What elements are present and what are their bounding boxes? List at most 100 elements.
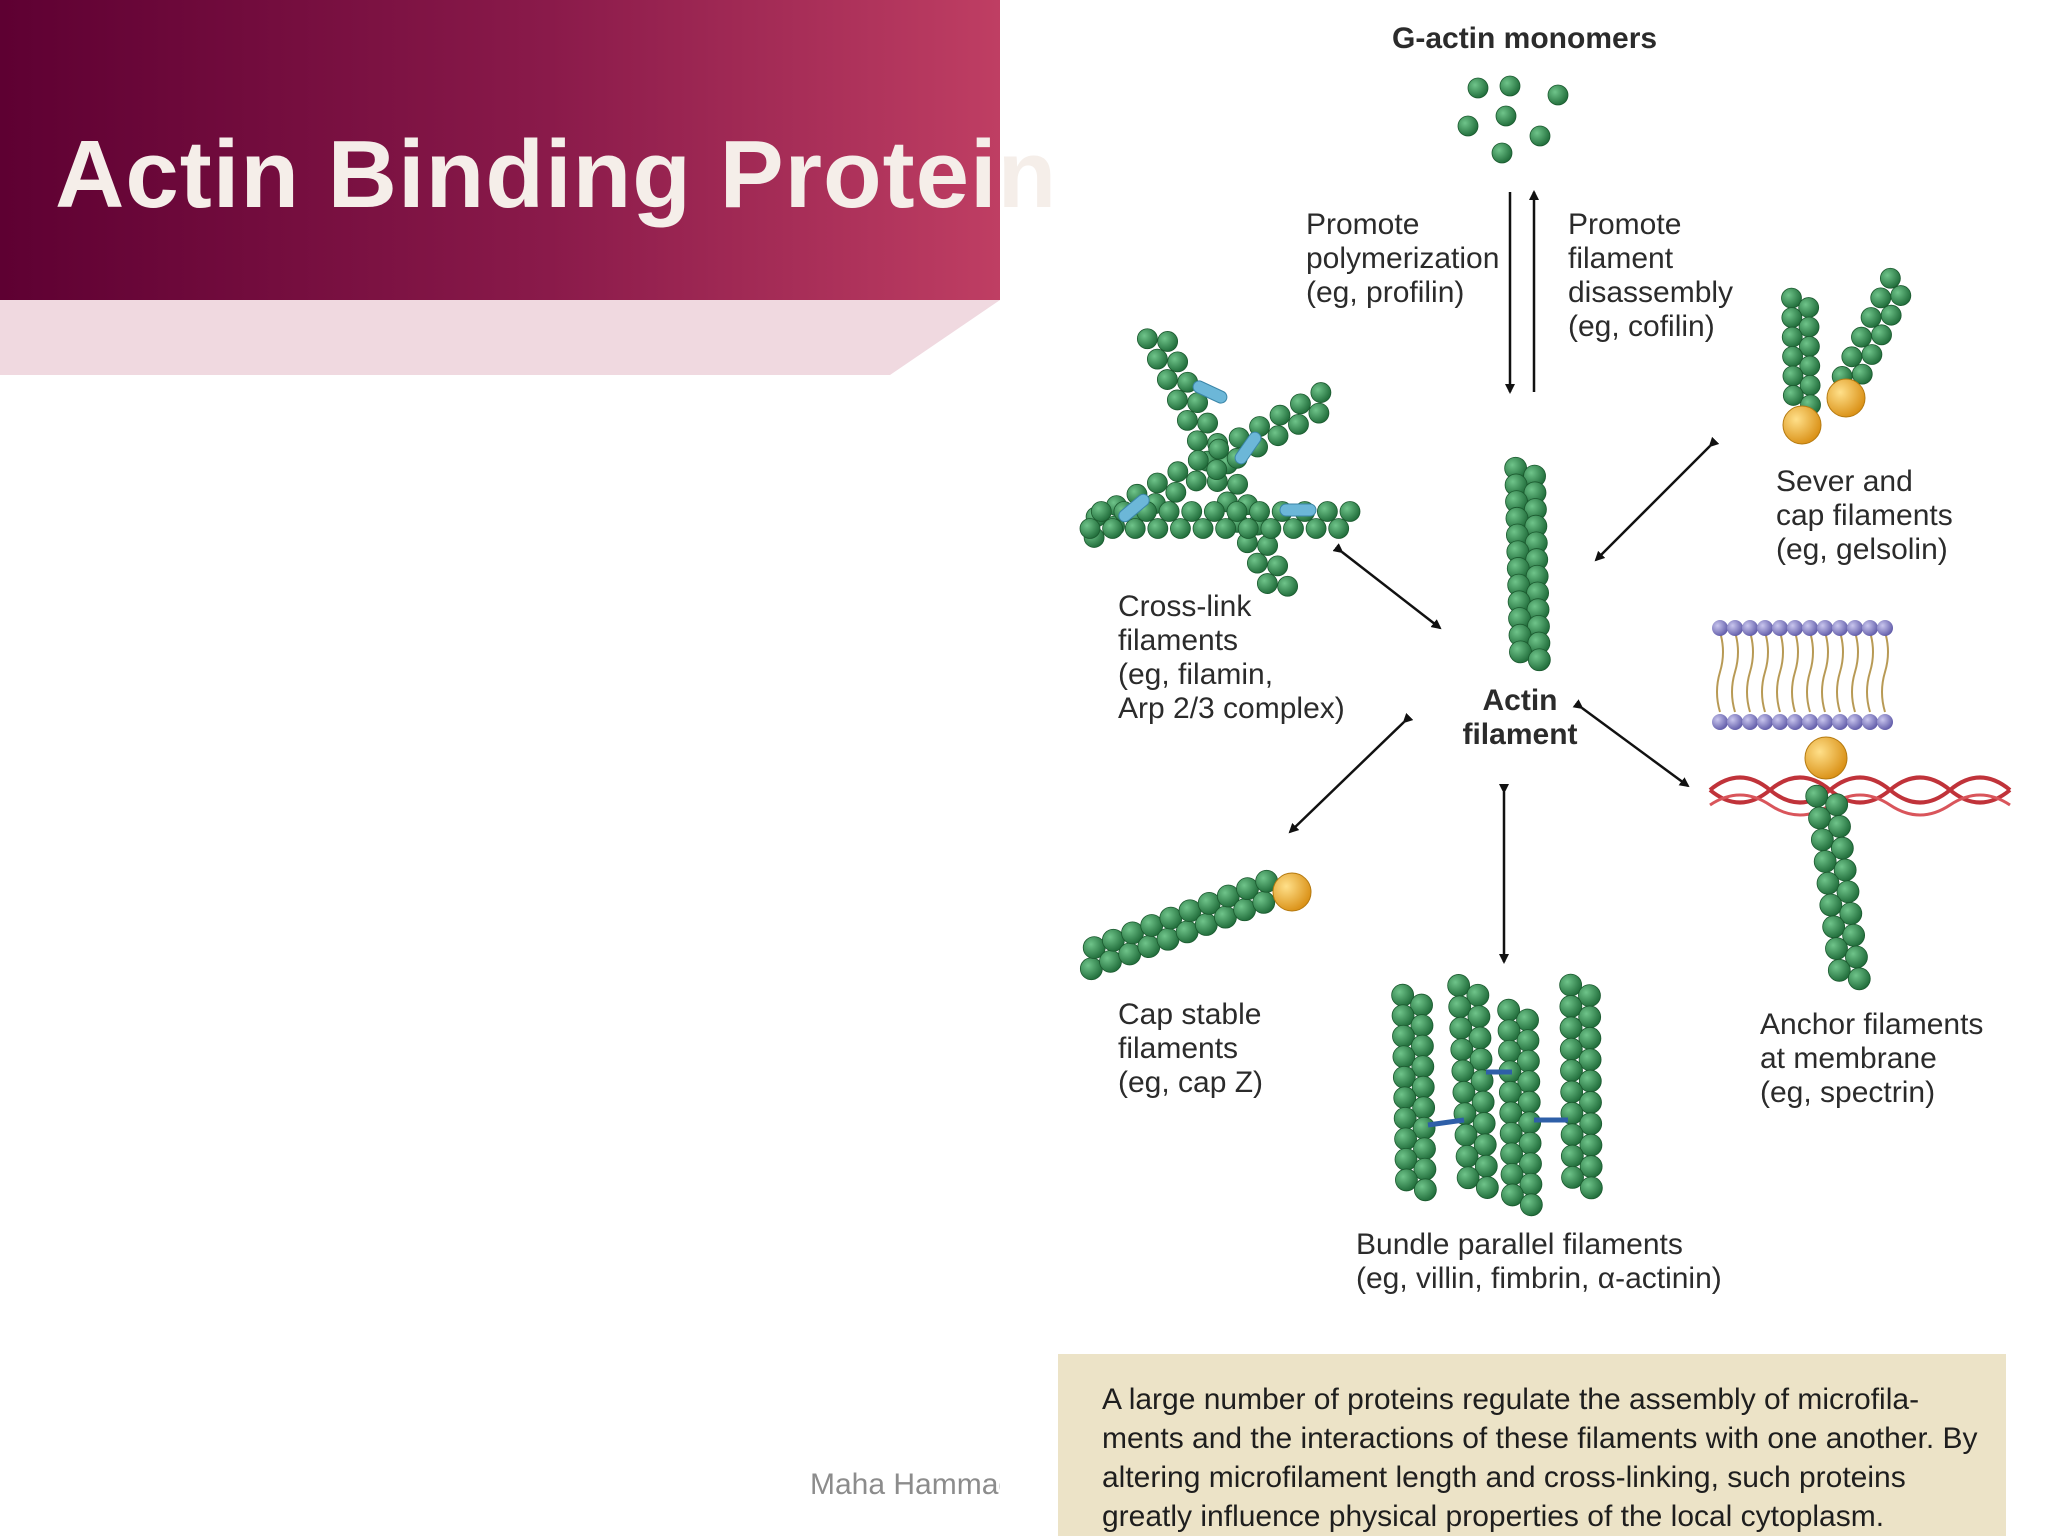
capped-stable-filament: [1079, 869, 1279, 981]
actin-binding-diagram: G-actin monomers Promote polymerization …: [1060, 0, 2020, 1330]
actin-subunit: [1226, 501, 1248, 522]
actin-subunit: [1394, 1148, 1418, 1171]
actin-subunit: [1392, 1024, 1415, 1048]
crosslinker-protein: [1118, 493, 1150, 523]
actin-subunit: [1305, 518, 1327, 539]
lipid-head: [1742, 620, 1758, 636]
lipid-tail: [1716, 631, 1724, 713]
actin-subunit: [1499, 75, 1521, 97]
actin-filament-label: Actin filament: [1462, 684, 1578, 751]
lipid-tail: [1851, 631, 1859, 713]
lipid-head: [1712, 714, 1728, 730]
actin-subunit: [1186, 430, 1208, 452]
actin-subunit: [1192, 518, 1214, 539]
actin-subunit: [1260, 518, 1282, 539]
actin-subunit: [1269, 404, 1291, 426]
lipid-head: [1787, 620, 1803, 636]
actin-subunit: [1170, 518, 1191, 539]
sever-cap-label: Sever and cap filaments (eg, gelsolin): [1776, 465, 1953, 566]
g-actin-monomer-cluster: [1457, 75, 1569, 164]
lipid-head: [1772, 620, 1788, 636]
actin-subunit: [1215, 518, 1237, 539]
actin-subunit: [1413, 1178, 1437, 1202]
actin-subunit: [1781, 326, 1803, 348]
actin-subunit: [1527, 648, 1551, 672]
spectrin-strand: [1708, 775, 2012, 805]
actin-subunit: [1457, 115, 1479, 137]
actin-subunit: [1090, 501, 1112, 522]
actin-subunit: [1246, 552, 1268, 574]
bundle-filament-2: [1447, 974, 1499, 1199]
lipid-head: [1847, 620, 1863, 636]
actin-subunit: [1454, 1123, 1478, 1147]
actin-subunit: [1879, 267, 1901, 289]
actin-subunit: [1560, 1080, 1584, 1104]
cap-arrow: [1288, 712, 1414, 834]
actin-subunit: [1819, 893, 1843, 917]
actin-subunit: [1827, 958, 1851, 982]
lipid-head: [1862, 714, 1878, 730]
bundle-filament-3: [1497, 998, 1543, 1217]
actin-subunit: [1501, 1183, 1524, 1207]
crosslink-arrow: [1332, 543, 1442, 630]
lipid-head: [1772, 714, 1788, 730]
actin-subunit: [1560, 1059, 1583, 1082]
actin-subunit: [1782, 365, 1804, 387]
actin-subunit: [1559, 1037, 1583, 1061]
actin-subunit: [1124, 518, 1146, 539]
figure-caption: A large number of proteins regulate the …: [1102, 1383, 1978, 1533]
lipid-head: [1742, 714, 1758, 730]
lipid-head: [1877, 714, 1893, 730]
actin-subunit: [1391, 1004, 1415, 1028]
actin-subunit: [1391, 983, 1415, 1007]
actin-subunit: [1495, 105, 1517, 127]
actin-subunit: [1519, 1193, 1543, 1217]
actin-subunit: [1208, 438, 1230, 460]
lipid-tail: [1836, 631, 1844, 713]
title-banner-shadow: [0, 300, 1000, 375]
actin-subunit: [1781, 287, 1802, 309]
lipid-tail: [1881, 631, 1889, 713]
bundle-filament-4: [1559, 973, 1603, 1200]
actin-subunit: [1499, 1101, 1523, 1125]
actin-subunit: [1102, 518, 1124, 539]
lipid-tail: [1776, 631, 1784, 713]
lipid-head: [1862, 620, 1878, 636]
actin-subunit: [1137, 935, 1161, 959]
lipid-head: [1832, 714, 1848, 730]
lipid-tail: [1761, 631, 1769, 713]
lipid-head: [1727, 714, 1743, 730]
actin-subunit: [1497, 1019, 1521, 1043]
actin-subunit: [1475, 1176, 1499, 1199]
lipid-head: [1802, 714, 1818, 730]
actin-subunit: [1451, 1059, 1475, 1083]
gelsolin-cap: [1782, 405, 1822, 445]
actin-subunit: [1277, 575, 1299, 597]
actin-subunit: [1816, 871, 1840, 895]
lipid-tail: [1746, 631, 1754, 713]
actin-subunit: [1118, 942, 1142, 966]
severed-filament-left: [1781, 287, 1821, 416]
actin-subunit: [1395, 1168, 1418, 1192]
lipid-head: [1757, 620, 1773, 636]
crosslinker-proteins: [1118, 380, 1317, 523]
cross-link-label: Cross-link filaments (eg, filamin, Arp 2…: [1118, 590, 1345, 725]
actin-subunit: [1499, 1121, 1523, 1145]
actin-subunit: [1880, 304, 1902, 326]
actin-subunit: [1185, 470, 1207, 492]
actin-subunit: [1448, 995, 1472, 1019]
actin-subunit: [1267, 555, 1289, 577]
actin-subunit: [1099, 949, 1122, 973]
lipid-head: [1757, 714, 1773, 730]
actin-subunit: [1214, 905, 1237, 929]
actin-subunit: [1392, 1065, 1416, 1089]
actin-subunit: [1851, 326, 1872, 348]
actin-subunit: [1781, 307, 1803, 329]
author-footer: Maha Hammad: [810, 1468, 1000, 1501]
actin-subunit: [1890, 285, 1912, 306]
actin-subunit: [1181, 501, 1203, 522]
actin-subunit: [1206, 459, 1228, 481]
actin-subunit: [1497, 998, 1521, 1022]
lipid-head: [1802, 620, 1818, 636]
actin-subunit: [1194, 913, 1218, 936]
